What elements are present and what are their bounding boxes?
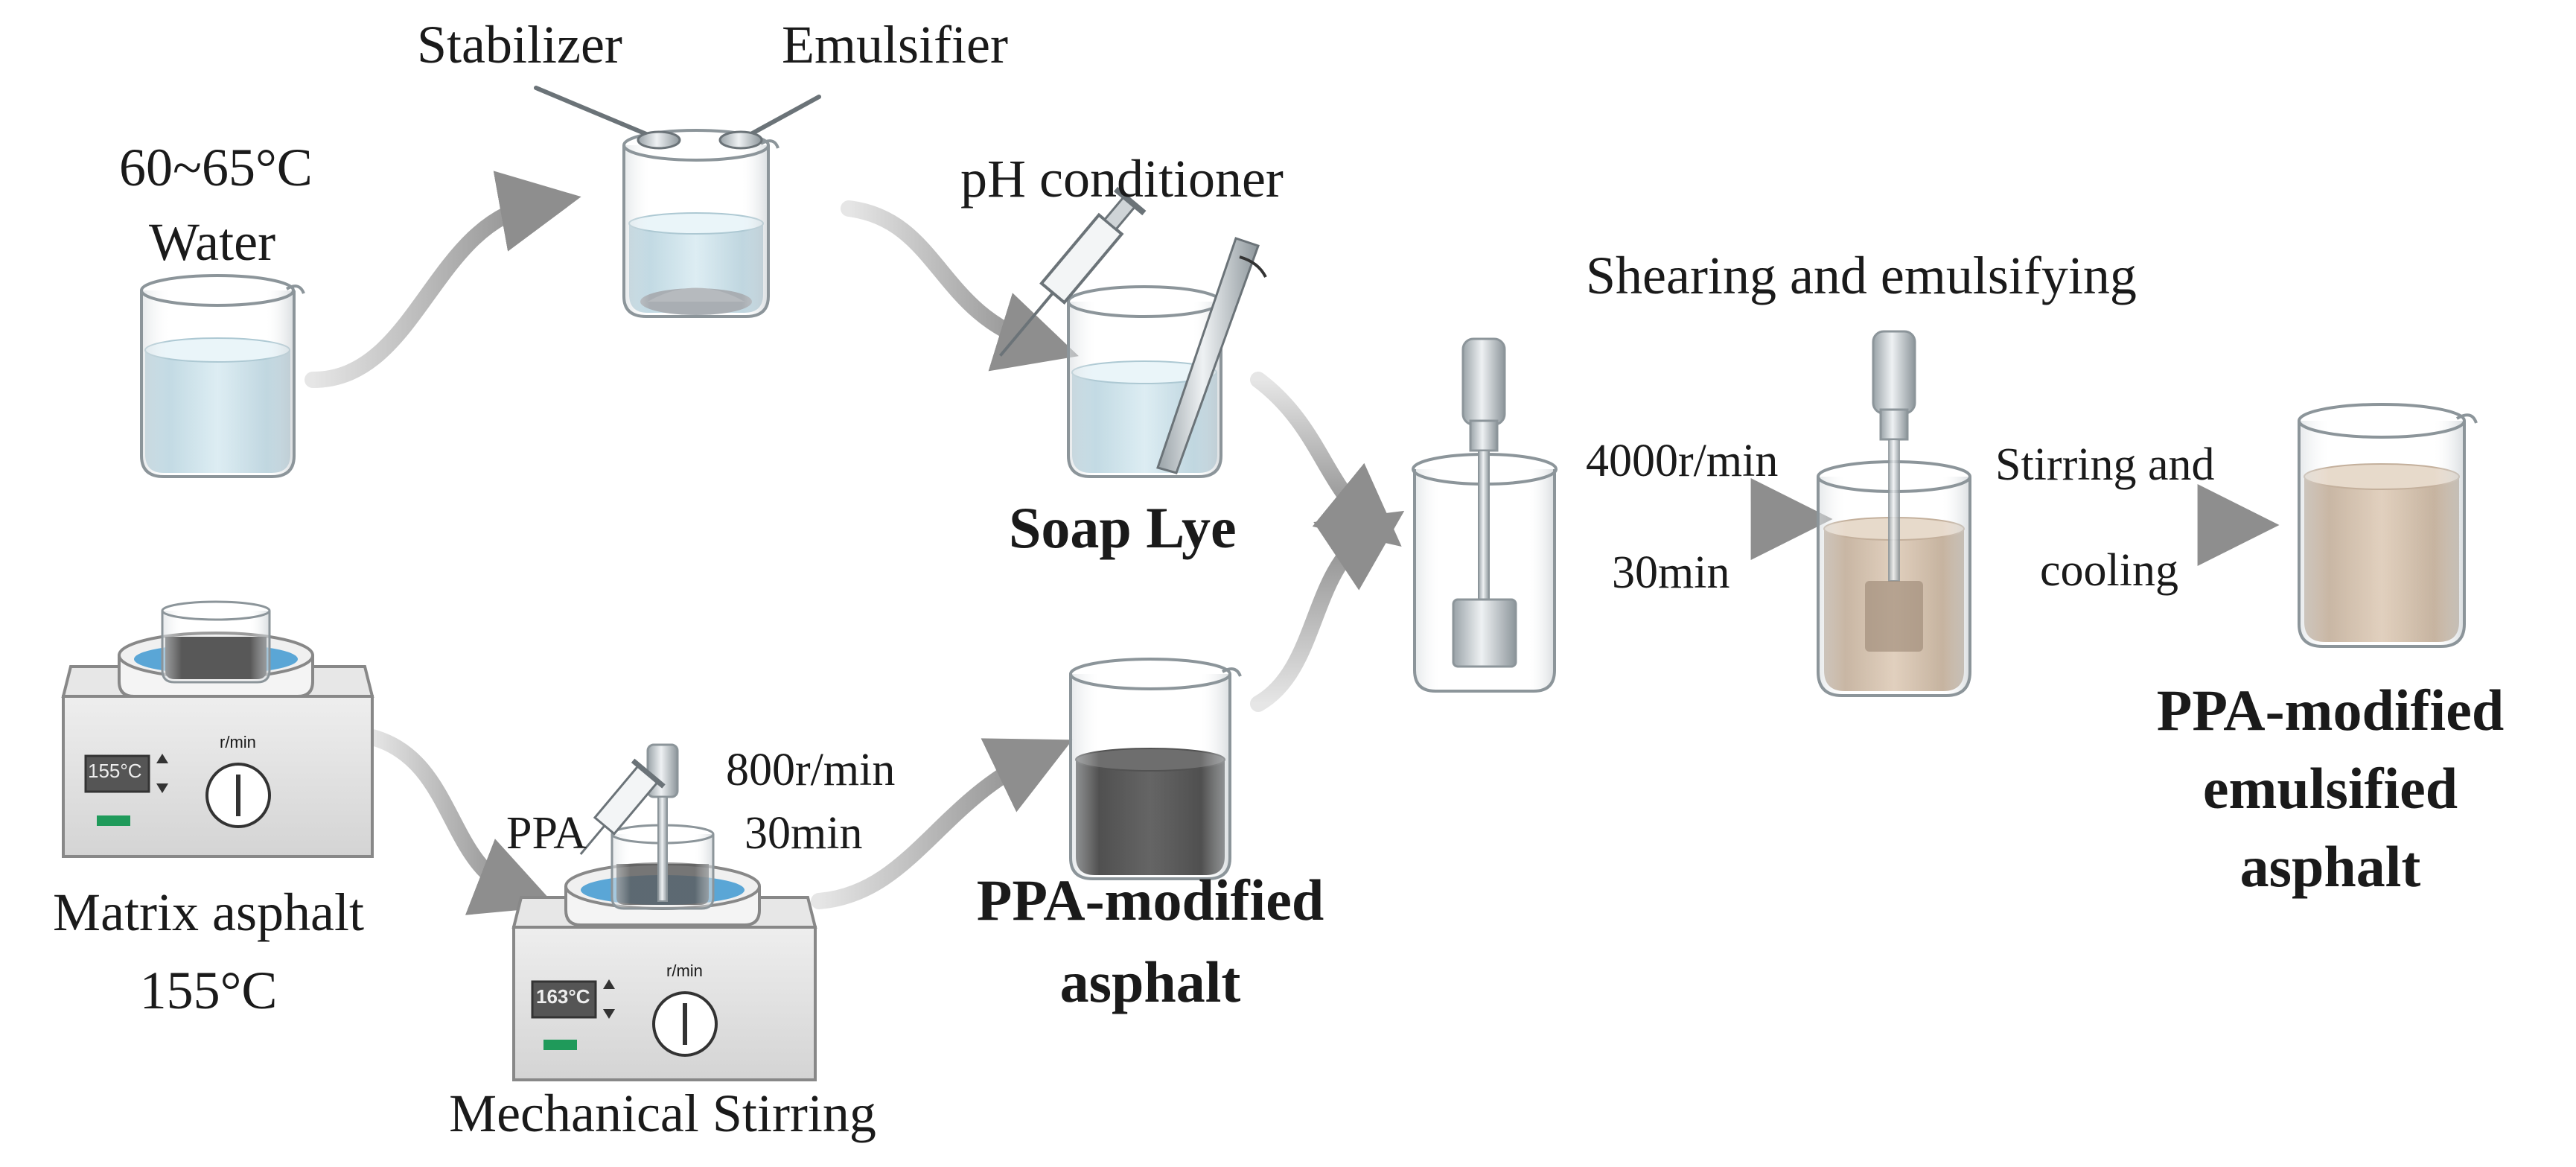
arrow-ppa-to-shear: [1250, 510, 1405, 712]
heater-1: [61, 600, 374, 858]
label-final-2: emulsified: [2202, 756, 2458, 821]
water-beaker: [140, 274, 305, 478]
emulsion-beaker: [1817, 330, 1971, 697]
label-shear-time: 30min: [1612, 547, 1730, 598]
label-water: Water: [148, 212, 276, 272]
label-final-3: asphalt: [2239, 834, 2421, 899]
final-product-beaker: [2298, 403, 2478, 648]
heater-2-temp-readout: 163°C: [536, 985, 590, 1008]
flow-arrows: [305, 171, 2280, 915]
label-ppa: PPA: [506, 808, 587, 859]
heater-2: [511, 743, 817, 1081]
heater-2-unit: r/min: [666, 961, 703, 980]
arrow-mechanical-to-ppa: [811, 738, 1073, 909]
arrow-stabilizer-to-soap: [841, 200, 1079, 372]
label-cooling: cooling: [2040, 545, 2178, 596]
label-shearing: Shearing and emulsifying: [1586, 246, 2137, 305]
emulsifier-beaker: [534, 86, 821, 318]
stirring-rod-icon: [1156, 237, 1267, 474]
label-stirring-and: Stirring and: [1995, 439, 2215, 490]
arrow-water-to-stabilizer: [305, 171, 581, 388]
label-final-1: PPA-modified: [2156, 678, 2505, 743]
heater-1-display: [84, 754, 150, 793]
label-stabilizer: Stabilizer: [417, 15, 622, 74]
label-shear-speed: 4000r/min: [1586, 436, 1779, 486]
heater-1-temp-readout: 155°C: [88, 760, 142, 782]
heater-2-display: [531, 980, 597, 1019]
heater-1-unit: r/min: [220, 733, 256, 751]
stabilizer-spatula: [534, 86, 657, 140]
label-mix-speed: 800r/min: [726, 745, 896, 795]
label-ppa-asphalt-1: PPA-modified: [976, 868, 1324, 932]
label-mechanical-stirring: Mechanical Stirring: [449, 1084, 876, 1143]
label-emulsifier: Emulsifier: [782, 15, 1008, 74]
arrow-heater-to-mechanical: [364, 729, 557, 915]
label-soap-lye: Soap Lye: [1009, 495, 1237, 560]
label-ph-conditioner: pH conditioner: [960, 149, 1284, 209]
heater-1-indicator: [97, 815, 130, 826]
label-matrix-temp: 155°C: [139, 961, 278, 1020]
emulsifier-spatula: [746, 95, 821, 138]
label-water-temp: 60~65°C: [119, 138, 313, 197]
arrow-soap-to-shear: [1250, 372, 1402, 547]
label-ppa-asphalt-2: asphalt: [1059, 950, 1241, 1014]
shear-beaker: [1412, 337, 1558, 693]
label-mix-time: 30min: [745, 808, 863, 859]
syringe-icon: [998, 186, 1147, 357]
label-matrix-asphalt: Matrix asphalt: [53, 883, 364, 942]
ppa-asphalt-beaker: [1069, 658, 1242, 880]
heater-2-indicator: [543, 1040, 577, 1050]
soap-lye-beaker: [998, 186, 1267, 478]
